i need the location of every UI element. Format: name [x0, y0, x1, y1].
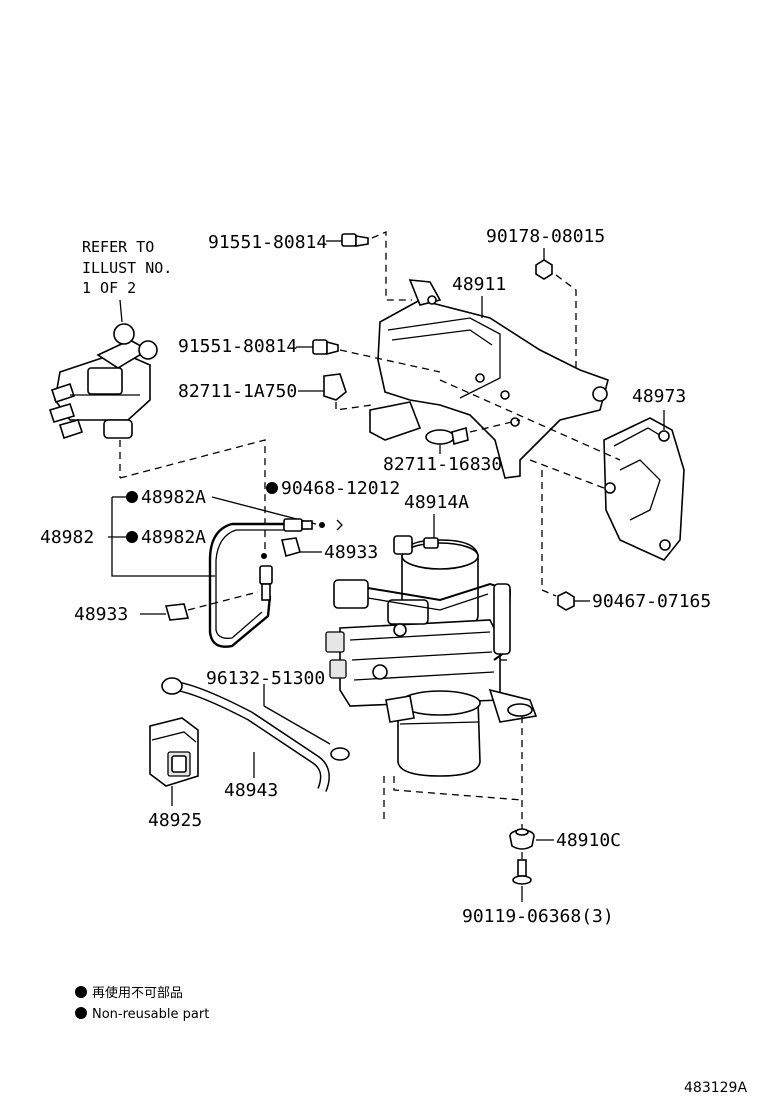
- compressor-48914A: 48914A: [325, 492, 538, 830]
- label-48982: 48982: [40, 527, 94, 548]
- label-90468-12012: 90468-12012: [281, 478, 400, 499]
- cover-48973: [439, 379, 685, 561]
- label-82711-1A750: 82711-1A750: [178, 381, 297, 402]
- label-48943: 48943: [224, 780, 278, 801]
- bolt-91551-top: [326, 231, 412, 301]
- refer-note-line-1: REFER TO: [82, 238, 154, 256]
- bracket-48911: [369, 279, 609, 479]
- legend-text-jp: 再使用不可部品: [92, 985, 183, 1001]
- label-48910C: 48910C: [556, 830, 621, 851]
- label-90119-06368: 90119-06368(3): [462, 906, 614, 927]
- sensor-hose-48982: 48982A 48982A 48982: [40, 487, 343, 648]
- clip-96132-51300: [263, 684, 331, 745]
- label-90178-08015: 90178-08015: [486, 226, 605, 247]
- nut-90178-08015: [535, 248, 577, 372]
- label-82711-16830: 82711-16830: [383, 454, 502, 475]
- label-48933-right: 48933: [324, 542, 378, 563]
- label-48982A-bottom: 48982A: [141, 527, 206, 548]
- label-90467-07165: 90467-07165: [592, 591, 711, 612]
- label-96132-51300: 96132-51300: [206, 668, 325, 689]
- refer-note-line-3: 1 OF 2: [82, 279, 136, 297]
- hose-48943: [161, 677, 350, 792]
- label-48982A-top: 48982A: [141, 487, 206, 508]
- clamp-82711-16830: [425, 419, 521, 454]
- legend: 再使用不可部品 Non-reusable part: [75, 985, 209, 1022]
- label-48914A: 48914A: [404, 492, 469, 513]
- nut-90467-07165: [541, 470, 590, 611]
- label-48973: 48973: [632, 386, 686, 407]
- label-48925: 48925: [148, 810, 202, 831]
- refer-valve-assembly: REFER TO ILLUST NO. 1 OF 2: [48, 238, 266, 555]
- non-reusable-mark-3: [266, 482, 278, 494]
- non-reusable-mark-2: [126, 531, 138, 543]
- non-reusable-mark-1: [126, 491, 138, 503]
- label-48933-left: 48933: [74, 604, 128, 625]
- insulator-48910C: [509, 828, 554, 850]
- gasket-90468-12012: 90468-12012: [266, 478, 400, 499]
- bolt-90119-06368: [512, 852, 532, 902]
- clip-48933-left: [140, 591, 259, 621]
- clip-48933-right: [281, 537, 322, 557]
- bolt-91551-mid: [296, 339, 441, 373]
- label-48911: 48911: [452, 274, 506, 295]
- refer-note-line-2: ILLUST NO.: [82, 259, 172, 277]
- filter-48925: [149, 717, 199, 806]
- diagram-id: 483129A: [684, 1080, 747, 1096]
- legend-text-en: Non-reusable part: [92, 1007, 209, 1022]
- legend-mark-2: [75, 1007, 87, 1019]
- clip-82711-1A750: [298, 373, 373, 411]
- label-91551-80814-top: 91551-80814: [208, 232, 327, 253]
- legend-mark-1: [75, 986, 87, 998]
- label-91551-80814-mid: 91551-80814: [178, 336, 297, 357]
